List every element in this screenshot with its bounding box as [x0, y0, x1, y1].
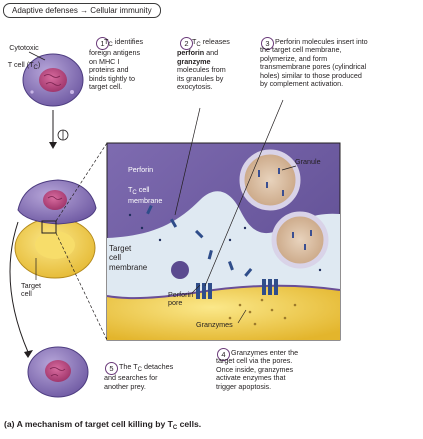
breadcrumb-part1: Adaptive defenses	[12, 6, 78, 15]
zoom-box	[41, 220, 57, 234]
breadcrumb-part2: Cellular immunity	[90, 6, 152, 15]
granzymes-label: Granzymes	[196, 320, 233, 329]
breadcrumb-arrow-icon: →	[80, 6, 89, 15]
figure-caption: (a) A mechanism of target cell killing b…	[4, 419, 202, 431]
arrow-down	[49, 110, 57, 149]
step-5-text: The TC detaches and searches for another…	[104, 362, 174, 391]
step-5-badge: 5	[105, 362, 118, 375]
step-4-text: Granzymes enter the target cell via the …	[216, 348, 299, 391]
step-3-text: Perforin molecules insert into the targe…	[260, 37, 368, 89]
step-2-badge: 2	[180, 37, 193, 50]
granule-label: Granule	[295, 157, 321, 166]
cytotoxic-label: Cytotoxic T cell (TC)	[7, 43, 41, 72]
step-1-text: TC identifies foreign antigens on MHC I …	[89, 37, 144, 92]
perforin-label: Perforin	[128, 165, 154, 174]
cytotoxic-leader	[28, 51, 46, 61]
cell-pair	[14, 179, 97, 279]
step-3-badge: 3	[261, 37, 274, 50]
perforin-pore-label: Perforin pore	[168, 290, 194, 308]
tc-cell-top	[22, 53, 84, 107]
step-1-badge: 1	[96, 37, 109, 50]
arrow-curve	[9, 221, 29, 353]
target-cell-membrane-label: Target cell membrane	[109, 244, 148, 272]
step-4-badge: 4	[217, 348, 230, 361]
target-cell-label: Target cell	[21, 281, 41, 299]
breadcrumb: Adaptive defenses → Cellular immunity	[3, 3, 161, 18]
perforin-pores	[196, 279, 278, 299]
tc-cell-bottom	[27, 346, 89, 398]
tc-cell-membrane-label: TC cell membrane	[128, 185, 163, 206]
